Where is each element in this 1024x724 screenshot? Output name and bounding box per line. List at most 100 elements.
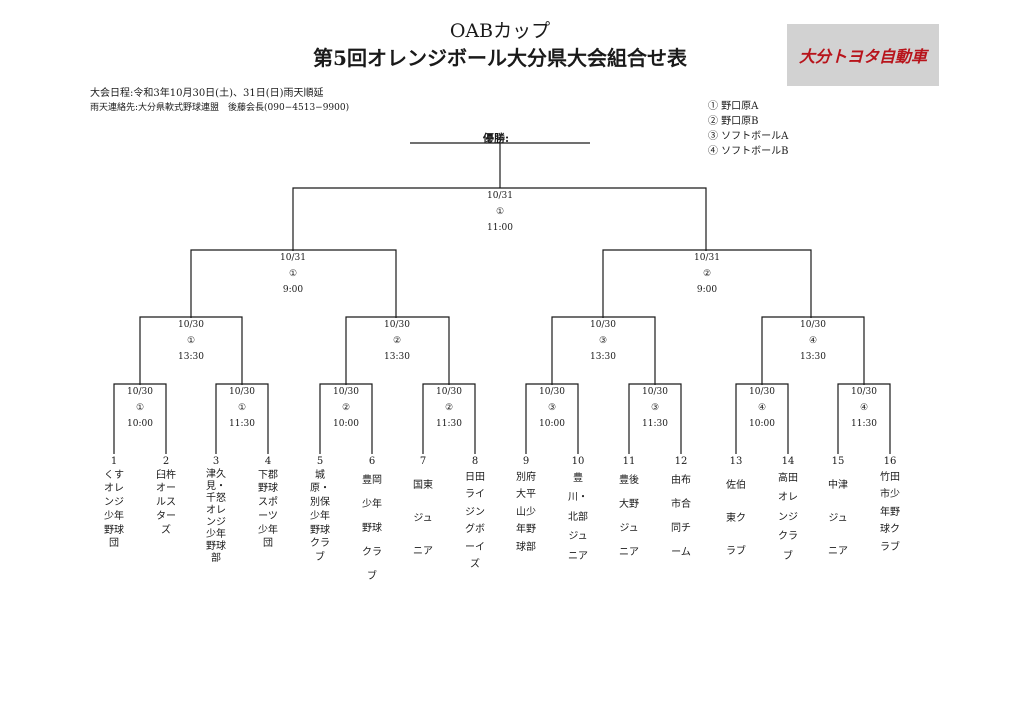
team-entry: 7 国東ジュニア [413,455,433,568]
venue-legend: ① 野口原A ② 野口原B ③ ソフトボールA ④ ソフトボールB [708,99,789,159]
team-name: 豊後大野ジュニア [619,474,639,558]
match-semifinal: 10/31 ① 9:00 [263,250,323,298]
match-date: 10/30 [539,387,565,397]
match-venue: ③ [650,403,660,413]
team-entry: 12 由布市合同チーム [671,455,691,565]
team-entry: 13 佐伯東クラブ [726,455,746,568]
team-number: 13 [729,456,743,467]
page-title: 第5回オレンジボール大分県大会組合せ表 [313,46,687,70]
team-name: 津久見・千怒オレンジ少年野球部 [206,468,226,564]
team-name: 中津ジュニア [828,479,848,557]
match-time: 13:30 [178,352,204,362]
team-name: 国東ジュニア [413,479,433,557]
r1-bracket-6 [628,383,682,454]
team-number: 2 [162,456,170,467]
team-number: 4 [264,456,272,467]
team-name: 下郡野球スポーツ少年団 [258,469,278,550]
match-date: 10/30 [333,387,359,397]
match-venue: ② [702,269,712,279]
r1-bracket-7 [735,383,789,454]
team-entry: 14 高田オレンジクラブ [778,455,798,566]
match-date: 10/30 [436,387,462,397]
match-venue: ① [186,336,196,346]
team-entry: 8 日田ライジングボーイズ [465,455,485,574]
match-time: 10:00 [749,419,775,429]
match-date: 10/31 [280,253,306,263]
team-entry: 1 くすオレンジ少年野球団 [104,455,124,551]
title-line1: OABカップ [449,20,551,42]
match-final: 10/31 ① 11:00 [470,188,530,236]
r1-bracket-4 [422,383,476,454]
winner-label: 優勝: [483,132,510,145]
match-first-round: 10/30 ② 10:00 [316,384,376,432]
semi-bracket-2 [602,249,812,318]
team-name: くすオレンジ少年野球団 [104,469,124,550]
team-entry: 3 津久見・千怒オレンジ少年野球部 [206,455,226,565]
match-venue: ① [288,269,298,279]
final-bracket [292,187,707,251]
team-number: 6 [368,456,376,467]
match-venue: ④ [859,403,869,413]
team-number: 8 [471,456,479,467]
match-first-round: 10/30 ③ 11:30 [625,384,685,432]
r1-bracket-3 [319,383,373,454]
match-date: 10/30 [127,387,153,397]
match-venue: ④ [757,403,767,413]
team-number: 9 [522,456,530,467]
match-time: 11:30 [436,419,462,429]
match-date: 10/30 [229,387,255,397]
qf-bracket-1 [139,316,243,385]
venue-item: ① 野口原A [708,101,759,112]
match-venue: ① [237,403,247,413]
team-entry: 6 豊岡少年野球クラブ [362,455,382,589]
venue-item: ③ ソフトボールA [708,131,789,142]
match-venue: ① [495,207,505,217]
team-number: 11 [622,456,636,467]
team-number: 12 [674,456,688,467]
schedule-text: 大会日程:令和3年10月30日(土)、31日(日)雨天順延 [90,88,324,99]
r1-bracket-1 [113,383,167,454]
r1-bracket-2 [215,383,269,454]
team-number: 14 [781,456,795,467]
team-number: 5 [316,456,324,467]
match-time: 9:00 [696,285,718,295]
team-entry: 5 城原・別保少年野球クラブ [310,455,330,565]
match-venue: ② [392,336,402,346]
team-name: 別府大平山少年野球部 [516,471,536,553]
team-number: 7 [419,456,427,467]
match-date: 10/31 [487,191,513,201]
team-number: 1 [110,456,118,467]
team-name: 由布市合同チーム [671,474,691,558]
match-first-round: 10/30 ④ 10:00 [732,384,792,432]
team-entry: 9 別府大平山少年野球部 [516,455,536,556]
team-entry: 11 豊後大野ジュニア [619,455,639,565]
match-date: 10/30 [178,320,204,330]
match-first-round: 10/30 ④ 11:30 [834,384,894,432]
match-first-round: 10/30 ② 11:30 [419,384,479,432]
match-date: 10/30 [851,387,877,397]
team-number: 10 [571,456,585,467]
match-time: 10:00 [127,419,153,429]
match-venue: ① [135,403,145,413]
qf-bracket-3 [551,316,656,385]
venue-item: ② 野口原B [708,116,759,127]
team-number: 3 [212,456,220,467]
match-quarterfinal: 10/30 ② 13:30 [367,317,427,365]
team-number: 15 [831,456,845,467]
team-entry: 10 豊川・北部ジュニア [568,455,588,566]
team-number: 16 [883,456,897,467]
team-entry: 15 中津ジュニア [828,455,848,568]
match-date: 10/31 [694,253,720,263]
team-entry: 16 竹田市少年野球クラブ [880,455,900,556]
sponsor-logo-text: 大分トヨタ自動車 [798,47,927,66]
match-venue: ③ [598,336,608,346]
qf-bracket-2 [345,316,450,385]
match-time: 10:00 [539,419,565,429]
venue-item: ④ ソフトボールB [708,146,789,157]
match-time: 11:30 [229,419,255,429]
match-time: 11:30 [642,419,668,429]
r1-bracket-8 [837,383,891,454]
team-name: 豊岡少年野球クラブ [362,474,382,582]
team-name: 日田ライジングボーイズ [465,471,485,571]
match-quarterfinal: 10/30 ④ 13:30 [783,317,843,365]
